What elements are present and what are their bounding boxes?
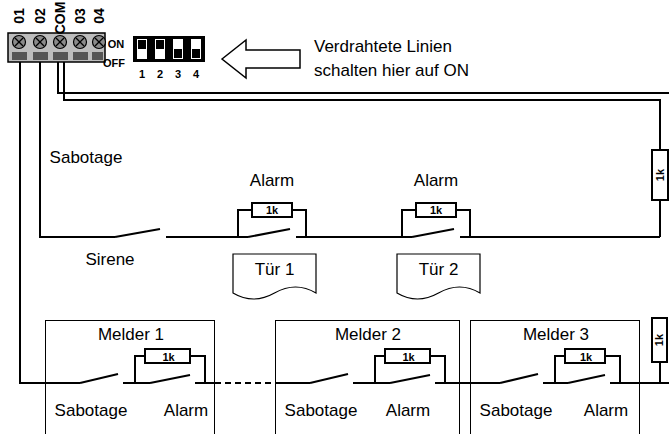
switch-symbol	[150, 375, 190, 383]
hint-arrow	[222, 40, 300, 78]
wire-label: Sirene	[85, 250, 134, 270]
terminal-label: 03	[72, 8, 88, 24]
contact-label: Alarm	[584, 401, 628, 421]
resistor-value: 1k	[430, 204, 442, 217]
resistor-symbol	[565, 349, 605, 363]
resistor-symbol	[652, 318, 667, 362]
switch-number: 1	[139, 68, 145, 81]
terminal-label: COM	[52, 2, 68, 35]
hint-text: Verdrahtete Linien schalten hier auf ON	[314, 35, 494, 83]
resistor-value: 1k	[402, 351, 414, 364]
detector-box: Melder 3 1kSabotage Alarm	[470, 320, 640, 434]
switch-symbol	[115, 229, 160, 237]
door-symbol: Tür 2	[396, 253, 481, 305]
switch-state: OFF	[103, 57, 125, 70]
contact-label: Alarm	[164, 401, 208, 421]
terminal-block	[8, 33, 106, 62]
switch-number: 2	[157, 68, 163, 81]
contact-label: Sabotage	[285, 401, 358, 421]
resistor-value: 1k	[580, 351, 592, 364]
switch-number: 3	[175, 68, 181, 81]
resistor-symbol	[145, 349, 190, 363]
loop-wire	[20, 62, 80, 383]
switch-symbol	[248, 229, 290, 237]
switch-state: ON	[108, 38, 125, 51]
contact-label: Sabotage	[55, 401, 128, 421]
wire-label: Alarm	[414, 171, 458, 191]
resistor-value: 1k	[266, 204, 278, 217]
terminal-label: 02	[32, 8, 48, 24]
switch-symbol	[412, 229, 454, 237]
detector-box: Melder 21kSabotage Alarm	[275, 320, 460, 434]
resistor-symbol	[652, 150, 668, 200]
resistor-value: 1k	[653, 334, 666, 346]
resistor-value: 1k	[162, 351, 174, 364]
terminal-label: 01	[11, 8, 27, 24]
resistor-symbol	[385, 349, 430, 363]
detector-box: Melder 1 1kSabotage Alarm	[45, 320, 215, 434]
resistor-symbol	[252, 203, 292, 217]
resistor-symbol	[416, 203, 456, 217]
switch-symbol	[310, 374, 348, 383]
door-symbol: Tür 1	[232, 253, 317, 305]
switch-symbol	[500, 374, 538, 383]
node-title: Melder 1	[98, 325, 164, 345]
contact-label: Alarm	[386, 401, 430, 421]
switch-number: 4	[193, 68, 199, 81]
wire-label: Alarm	[250, 171, 294, 191]
switch-symbol	[80, 374, 118, 383]
door-label: Tür 2	[419, 260, 459, 280]
wire-label: Sabotage	[50, 148, 123, 168]
contact-label: Sabotage	[480, 401, 553, 421]
dip-switch	[133, 36, 205, 62]
switch-symbol	[390, 375, 430, 383]
node-title: Melder 2	[335, 325, 401, 345]
door-label: Tür 1	[255, 260, 295, 280]
terminal-label: 04	[91, 8, 107, 24]
dashed-wire	[215, 382, 275, 384]
resistor-value: 1k	[654, 169, 667, 181]
switch-symbol	[568, 375, 605, 383]
node-title: Melder 3	[523, 325, 589, 345]
